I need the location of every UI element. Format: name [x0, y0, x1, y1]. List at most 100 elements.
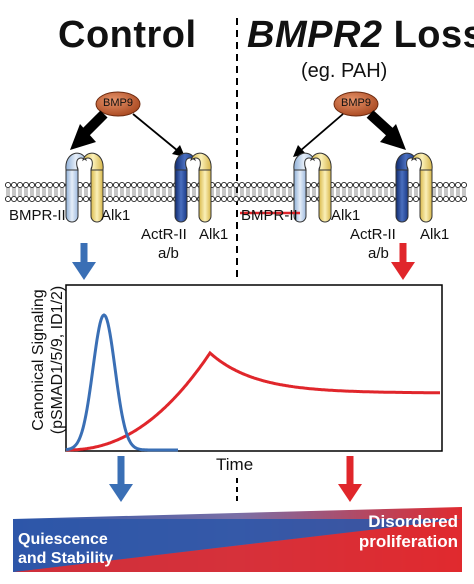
lipid-head: [148, 181, 156, 189]
lipid-head: [136, 195, 144, 203]
lipid-head: [220, 181, 228, 189]
lipid-head: [352, 195, 360, 203]
alk1-label-right-2: Alk1: [420, 226, 450, 243]
lipid-head: [382, 181, 390, 189]
lipid-head: [286, 181, 294, 189]
lipid-head: [130, 195, 138, 203]
lipid-head: [214, 181, 222, 189]
right-title-suffix: Loss: [393, 14, 474, 56]
lipid-head: [112, 195, 120, 203]
outcome-left-line2: and Stability: [18, 550, 114, 567]
left-panel-title: Control: [58, 14, 197, 56]
lipid-head: [388, 195, 396, 203]
lipid-head: [268, 195, 276, 203]
lipid-head: [274, 195, 282, 203]
alk1-receptor-right-1: [310, 152, 332, 223]
lipid-head: [364, 195, 372, 203]
lipid-head: [256, 195, 264, 203]
lipid-head: [262, 195, 270, 203]
actr2-receptor-right: [395, 152, 417, 223]
lipid-head: [370, 181, 378, 189]
outcome-left: Quiescence and Stability: [18, 530, 113, 568]
lipid-head: [244, 181, 252, 189]
lipid-head: [364, 181, 372, 189]
actr2-label-left: ActR-II: [141, 226, 187, 243]
lipid-head: [232, 181, 240, 189]
blue-arrow-bottom-head: [109, 484, 133, 502]
outcome-left-line1: Quiescence: [18, 531, 108, 548]
thin-arrow-left-to-actr2: [132, 113, 179, 152]
red-arrow-top-head: [391, 262, 415, 280]
lipid-head: [460, 195, 468, 203]
lipid-head: [238, 195, 246, 203]
lipid-head: [256, 181, 264, 189]
lipid-head: [52, 181, 60, 189]
right-panel-title: BMPR2 Loss: [247, 14, 474, 57]
lipid-head: [10, 195, 18, 203]
lipid-head: [346, 195, 354, 203]
bmp9-ligand-left: [95, 91, 141, 117]
thick-arrow-left-to-bmpr2: [80, 110, 108, 138]
lipid-head: [226, 181, 234, 189]
bmp9-ligand-right: [333, 91, 379, 117]
lipid-head: [334, 195, 342, 203]
lipid-head: [262, 181, 270, 189]
lipid-head: [412, 195, 420, 203]
lipid-head: [250, 181, 258, 189]
lipid-head: [28, 195, 36, 203]
lipid-head: [34, 195, 42, 203]
lipid-head: [124, 195, 132, 203]
lipid-head: [112, 181, 120, 189]
lipid-head: [232, 195, 240, 203]
thin-arrow-right-to-bmpr2: [299, 113, 344, 152]
lipid-head: [22, 181, 30, 189]
lipid-head: [382, 195, 390, 203]
lipid-head: [124, 181, 132, 189]
lipid-head: [214, 195, 222, 203]
lipid-head: [436, 195, 444, 203]
lipid-head: [40, 181, 48, 189]
lipid-head: [142, 195, 150, 203]
actr2-receptor-left: [174, 152, 196, 223]
actr2-sub-label-right: a/b: [368, 245, 389, 262]
lipid-head: [28, 181, 36, 189]
lipid-head: [154, 181, 162, 189]
lipid-head: [4, 181, 12, 189]
plot-xlabel: Time: [216, 455, 254, 474]
lipid-head: [52, 195, 60, 203]
right-panel-subtitle: (eg. PAH): [301, 60, 388, 82]
lipid-head: [46, 181, 54, 189]
lipid-head: [460, 181, 468, 189]
lipid-head: [412, 181, 420, 189]
outcome-right-line2: proliferation: [358, 532, 458, 551]
lipid-head: [310, 181, 318, 189]
lipid-head: [82, 181, 90, 189]
bmp9-label-right: BMP9: [341, 97, 371, 109]
lipid-head: [106, 181, 114, 189]
lipid-head: [40, 195, 48, 203]
lipid-head: [286, 195, 294, 203]
alk1-receptor-left-1: [82, 152, 104, 223]
lipid-head: [46, 195, 54, 203]
lipid-head: [154, 195, 162, 203]
lipid-head: [160, 195, 168, 203]
lipid-head: [352, 181, 360, 189]
outcome-blue-wedge: [13, 519, 462, 572]
lipid-head: [334, 181, 342, 189]
thick-arrowhead-left: [70, 124, 96, 150]
lipid-head: [4, 195, 12, 203]
lipid-head: [166, 195, 174, 203]
blue-arrow-top-head: [72, 262, 96, 280]
lipid-head: [16, 195, 24, 203]
thick-arrow-right-to-actr2: [366, 110, 396, 138]
lipid-head: [190, 181, 198, 189]
lipid-head: [280, 181, 288, 189]
outcome-right: Disordered proliferation: [359, 512, 458, 552]
lipid-head: [454, 195, 462, 203]
lipid-head: [118, 181, 126, 189]
bmpr2-label-right: BMPR-II: [241, 207, 298, 224]
alk1-label-left-1: Alk1: [101, 207, 131, 224]
lipid-head: [106, 195, 114, 203]
